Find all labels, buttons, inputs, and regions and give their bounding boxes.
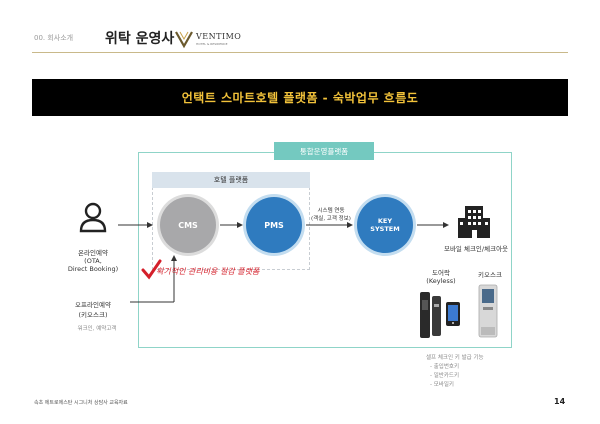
kiosk-label: 키오스크: [478, 271, 502, 279]
online-booking-label: 온라인예약 (OTA, Direct Booking): [58, 247, 128, 273]
self-checkin-item: - 일반카드키: [430, 373, 460, 379]
offline-label-line2: (키오스크): [78, 311, 108, 319]
offline-label-line1: 오프라인예약: [75, 301, 111, 309]
banner-title-main: 언택트 스마트호텔 플랫폼 -: [181, 91, 333, 105]
cms-node: CMS: [160, 197, 216, 253]
self-checkin-title: 셀프 체크인 키 발급 기능: [426, 355, 484, 361]
platform-label: 통합운영플랫폼: [274, 142, 374, 160]
brand-subtitle: HOTEL & RESIDENCE: [196, 42, 228, 46]
footer-text: 속초 에트로에스탄 시그니처 상담사 교육자료: [34, 400, 128, 406]
savings-note: 획기적인 관리비용 절감 플랫폼: [156, 267, 260, 276]
title-banner: 언택트 스마트호텔 플랫폼 - 숙박업무 흐름도: [32, 79, 568, 116]
self-checkin-item: - 출입번호키: [430, 364, 460, 370]
offline-booking-label: 오프라인예약 (키오스크): [58, 299, 128, 319]
sync-line2: (객실, 고객 정보): [311, 216, 351, 222]
kiosk-icon: [478, 284, 498, 338]
online-label-line2: (OTA,: [84, 257, 102, 265]
pms-node: PMS: [246, 197, 302, 253]
doorlock-icon: [420, 292, 460, 338]
doorlock-label: 도어락 (Keyless): [420, 267, 462, 285]
header-divider: [32, 52, 568, 53]
brand-name: VENTIMO: [196, 32, 242, 41]
key-line2: SYSTEM: [370, 225, 400, 233]
user-icon: [79, 202, 107, 233]
hotel-building-icon: [458, 206, 490, 238]
online-label-line3: Direct Booking): [67, 265, 119, 273]
ventimo-logo-icon: [175, 31, 193, 49]
sync-line1: 시스템 연동: [317, 208, 345, 214]
online-label-line1: 온라인예약: [78, 249, 108, 257]
check-icon: [141, 259, 162, 280]
key-line1: KEY: [377, 217, 393, 225]
banner-title-accent: 숙박업무 흐름도: [332, 91, 419, 105]
mobile-checkin-label: 모바일 체크인/체크아웃: [443, 245, 509, 253]
page-number: 14: [554, 397, 566, 406]
breadcrumb: 00. 회사소개: [34, 34, 74, 42]
banner-title: 언택트 스마트호텔 플랫폼 - 숙박업무 흐름도: [182, 89, 419, 106]
self-checkin-features: 셀프 체크인 키 발급 기능 - 출입번호키 - 일반카드키 - 모바일키: [426, 354, 536, 390]
self-checkin-item: - 모바일키: [430, 382, 454, 388]
system-sync-label: 시스템 연동 (객실, 고객 정보): [300, 206, 362, 222]
walkin-label: 워크인, 예약고객: [77, 326, 117, 332]
page-title: 위탁 운영사: [105, 31, 175, 47]
doorlock-line1: 도어락: [432, 269, 450, 277]
hotel-platform-label: 호텔 플랫폼: [152, 172, 310, 188]
doorlock-line2: (Keyless): [426, 277, 456, 285]
